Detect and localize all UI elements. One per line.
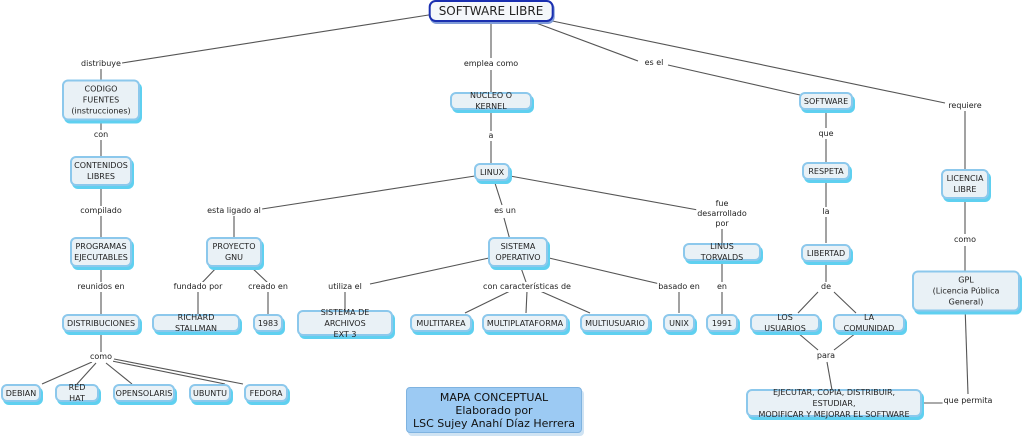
connector: [113, 358, 244, 385]
link-creado-en: creado en: [247, 282, 289, 292]
concept-proyecto-gnu[interactable]: PROYECTO GNU: [206, 237, 262, 267]
link-que-permita: que permita: [942, 396, 994, 406]
concept-sistema-operativo[interactable]: SISTEMA OPERATIVO: [488, 237, 548, 267]
connector: [105, 362, 133, 385]
concept-los-usuarios[interactable]: LOS USUARIOS: [750, 313, 820, 333]
concept-unix[interactable]: UNIX: [663, 314, 695, 332]
connector: [76, 362, 97, 385]
concept-respeta[interactable]: RESPETA: [802, 162, 850, 180]
connector: [667, 64, 801, 96]
connector: [519, 264, 527, 283]
link-utiliza-el: utiliza el: [327, 282, 363, 292]
concept-licencia-libre[interactable]: LICENCIA LIBRE: [941, 169, 989, 199]
link-esta-ligado-al: esta ligado al: [206, 206, 262, 216]
connector: [111, 360, 226, 385]
concept-multiplataforma[interactable]: MULTIPLATAFORMA: [482, 314, 568, 332]
credit-box: MAPA CONCEPTUAL Elaborado por LSC Sujey …: [406, 387, 582, 433]
link-de: de: [820, 282, 832, 292]
link-reunidos-en: reunidos en: [76, 282, 126, 292]
concept-fedora[interactable]: FEDORA: [244, 384, 288, 402]
connector: [797, 332, 819, 351]
concept-opensolaris[interactable]: OPENSOLARIS: [113, 384, 175, 402]
connector: [833, 332, 857, 351]
connector: [261, 175, 476, 210]
concept-linus-torvalds[interactable]: LINUS TORVALDS: [683, 242, 761, 262]
link-emplea-como: emplea como: [462, 59, 520, 69]
concept-libertad[interactable]: LIBERTAD: [801, 244, 851, 262]
connector: [548, 257, 661, 285]
link-como: como: [89, 352, 113, 362]
concept-software-libre[interactable]: SOFTWARE LIBRE: [428, 0, 554, 22]
link-en: en: [716, 282, 728, 292]
concept-ejecutar-copia[interactable]: EJECUTAR, COPIA, DISTRIBUIR, ESTUDIAR, M…: [746, 388, 922, 419]
concept-nucleo-kernel[interactable]: NUCLEO O KERNEL: [450, 91, 532, 111]
link-es-un: es un: [493, 206, 517, 216]
concept-richard-stallman[interactable]: RICHARD STALLMAN: [152, 313, 240, 333]
concept-codigo-fuentes[interactable]: CODIGO FUENTES (instrucciones): [62, 79, 140, 121]
concept-gpl[interactable]: GPL (Licencia Pública General): [912, 270, 1020, 312]
concept-debian[interactable]: DEBIAN: [1, 384, 41, 402]
link-con-caracteristicas-de: con características de: [482, 282, 572, 292]
concept-linux[interactable]: LINUX: [474, 163, 510, 181]
connector: [41, 361, 93, 385]
concept-contenidos-libres[interactable]: CONTENIDOS LIBRES: [70, 156, 132, 186]
connector: [493, 179, 503, 206]
concept-ubuntu[interactable]: UBUNTU: [189, 384, 231, 402]
connector: [539, 290, 591, 314]
connector: [826, 361, 833, 391]
connector: [369, 257, 490, 285]
concept-la-comunidad[interactable]: LA COMUNIDAD: [833, 313, 905, 333]
link-es-el: es el: [643, 58, 665, 68]
concept-distribuciones[interactable]: DISTRIBUCIONES: [62, 314, 140, 332]
concept-multiusuario[interactable]: MULTIUSUARIO: [580, 314, 650, 332]
link-requiere: requiere: [947, 101, 983, 111]
connector: [509, 175, 699, 211]
concept-1991[interactable]: 1991: [706, 314, 738, 332]
link-fue-desarrollado-por: fue desarrollado por: [696, 199, 748, 229]
connector: [525, 290, 528, 314]
concept-software[interactable]: SOFTWARE: [799, 92, 853, 110]
link-a: a: [487, 131, 495, 141]
concept-programas-ejecutables[interactable]: PROGRAMAS EJECUTABLES: [70, 237, 132, 267]
link-basado-en: basado en: [657, 282, 701, 292]
connector: [527, 19, 639, 62]
link-la: la: [821, 207, 831, 217]
link-como-2: como: [953, 235, 977, 245]
connector: [121, 13, 436, 64]
connector: [503, 217, 511, 241]
link-para: para: [815, 351, 837, 361]
link-fundado-por: fundado por: [172, 282, 224, 292]
connector: [537, 17, 946, 104]
link-con: con: [92, 130, 110, 140]
connector: [464, 290, 511, 314]
concept-sistema-archivos-ext3[interactable]: SISTEMA DE ARCHIVOS EXT 3: [297, 308, 393, 339]
connector: [964, 304, 969, 395]
link-que: que: [817, 129, 835, 139]
concept-red-hat[interactable]: RED HAT: [55, 383, 99, 403]
link-distribuye: distribuye: [80, 59, 122, 69]
connector: [833, 291, 857, 314]
link-compilado: compilado: [79, 206, 123, 216]
concept-multitarea[interactable]: MULTITAREA: [410, 314, 472, 332]
connector: [797, 291, 819, 314]
connector: [249, 265, 269, 284]
concept-1983[interactable]: 1983: [253, 314, 283, 332]
